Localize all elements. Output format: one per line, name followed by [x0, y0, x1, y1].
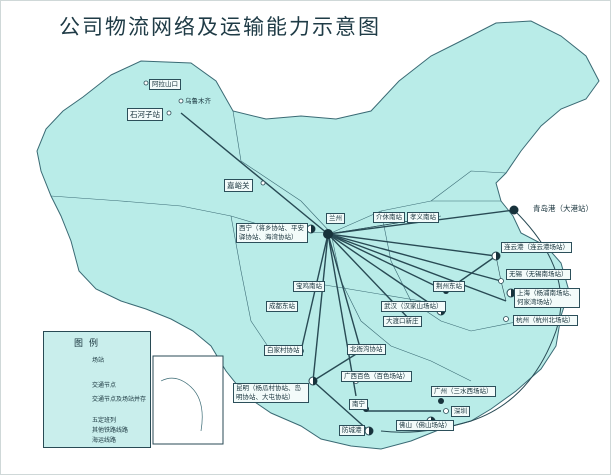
label-chengdu: 成都东站 — [266, 301, 298, 312]
node-shenzhen — [443, 408, 449, 414]
page-title: 公司物流网络及运输能力示意图 — [59, 15, 381, 39]
legend-title: 图例 — [74, 339, 105, 349]
label-nanning: 南宁 — [349, 399, 368, 410]
legend: 图例 场站 交通节点 交通节点及场站并存 五定班列 其他铁路线路 海运线路 — [43, 331, 151, 448]
label-hangzhou: 杭州（杭州北场站） — [513, 315, 578, 326]
label-lanzhou: 兰州 — [326, 213, 345, 224]
inset-coast — [160, 377, 203, 432]
south-sea-inset — [152, 355, 224, 445]
node-lanzhou — [323, 229, 333, 239]
label-shenzhen: 深圳 — [451, 406, 470, 417]
label-lichuan: 广西百色（百色场站） — [341, 371, 412, 382]
node-hangzhou — [503, 316, 509, 322]
label-alashankou: 阿拉山口 — [149, 79, 181, 90]
legend-sea-route: 海运线路 — [92, 437, 117, 444]
legend-other-rail: 其他铁路线路 — [92, 427, 129, 434]
label-wuxi: 无锡（无锡南场站） — [506, 269, 571, 280]
label-xining: 西宁（将乡协站、平安驿协站、海湾协站） — [236, 223, 308, 243]
label-foshan: 佛山（佛山场站） — [396, 420, 454, 431]
label-tianshui: 宝鸡南站 — [293, 281, 325, 292]
node-qingdao — [509, 205, 519, 215]
label-urumqi: 乌鲁木齐 — [185, 97, 211, 105]
legend-node: 交通节点 — [92, 382, 117, 389]
label-jiayuguan: 嘉峪关 — [224, 179, 253, 192]
node-wuxi — [498, 278, 504, 284]
label-lianyungang: 连云港（连云港场站） — [501, 242, 572, 253]
label-jingmen: 荆州东站 — [433, 281, 465, 292]
node-jiayuguan — [260, 180, 266, 186]
label-xiaoyi: 孝义南站 — [407, 212, 439, 223]
label-guiyang: 北衙沟协站 — [347, 344, 386, 355]
label-qingdao: 青岛港（大港站） — [533, 204, 593, 213]
legend-fixed-train: 五定班列 — [92, 417, 117, 424]
node-shihezi — [166, 110, 172, 116]
label-shihezi: 石河子站 — [127, 108, 163, 121]
label-baishi: 白家村协站 — [264, 345, 303, 356]
node-guangzhou — [438, 398, 444, 404]
label-wuhan: 武汉（汉家山场站） — [381, 301, 446, 312]
label-shanghai: 上海（杨浦南场站、何家湾场站） — [514, 288, 580, 308]
node-urumqi — [178, 98, 184, 104]
label-fangcheng: 防城港 — [339, 425, 365, 436]
china-landmass — [36, 20, 600, 450]
label-taiyuan: 介休南站 — [373, 212, 405, 223]
node-alashankou — [143, 80, 149, 86]
label-kunming: 昆明（杨瓜村协站、岛明协站、大屯协站） — [233, 383, 309, 403]
label-chongqing: 大渡口新庄 — [383, 316, 422, 327]
legend-node-station: 交通节点及场站并存 — [92, 396, 147, 403]
legend-station: 场站 — [92, 357, 105, 364]
label-guangzhou: 广州（三水西场站） — [431, 386, 496, 397]
